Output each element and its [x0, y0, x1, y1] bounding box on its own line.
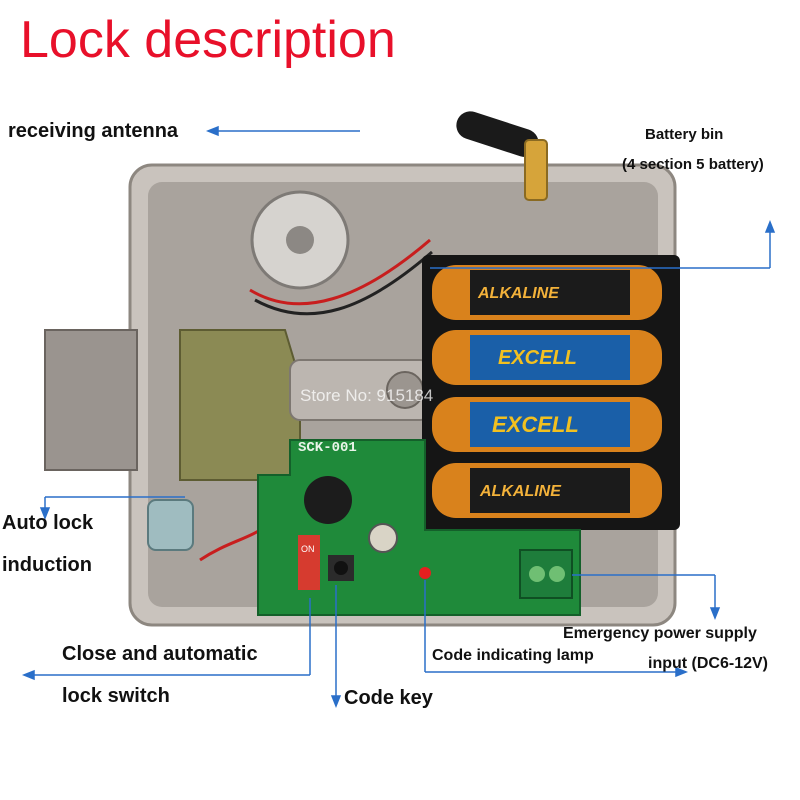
svg-text:ON: ON: [301, 544, 315, 554]
antenna-body: [456, 111, 539, 157]
brass-plate: [179, 329, 301, 481]
wire-black: [254, 250, 433, 316]
label-code-key: Code key: [344, 687, 433, 709]
battery-2: EXCELL: [432, 330, 662, 385]
callout-lines: [21, 125, 776, 709]
wire-red: [249, 238, 431, 306]
label-auto-lock-2: induction: [2, 554, 92, 576]
pcb-model-label: SCK-001: [298, 440, 357, 456]
label-code-lamp: Code indicating lamp: [432, 647, 594, 664]
battery-holder: [422, 255, 680, 530]
battery-1: ALKALINE: [432, 265, 662, 320]
label-auto-lock-1: Auto lock: [2, 512, 94, 534]
label-emergency-1: Emergency power supply: [563, 625, 757, 642]
svg-text:EXCELL: EXCELL: [498, 347, 577, 369]
buzzer: [304, 476, 352, 524]
lock-bolt: [44, 329, 138, 471]
indicator-led: [419, 567, 431, 579]
svg-text:EXCELL: EXCELL: [492, 412, 579, 437]
motor-shaft: [286, 226, 314, 254]
auto-lock-sensor: [147, 499, 194, 551]
store-watermark: Store No: 915184: [300, 386, 434, 405]
label-close-switch-2: lock switch: [62, 685, 170, 707]
battery-4: ALKALINE: [432, 463, 662, 518]
label-battery-bin-1: Battery bin: [645, 126, 724, 143]
label-battery-bin-2: (4 section 5 battery): [622, 156, 764, 173]
page-title: Lock description: [20, 11, 396, 69]
label-emergency-2: input (DC6-12V): [648, 655, 768, 672]
label-antenna: receiving antenna: [8, 120, 179, 142]
dip-switch: [298, 535, 320, 590]
battery-3: EXCELL: [432, 397, 662, 452]
svg-text:ALKALINE: ALKALINE: [479, 483, 562, 500]
antenna-connector: [524, 139, 548, 201]
svg-text:ALKALINE: ALKALINE: [477, 285, 560, 302]
capacitor: [368, 523, 398, 553]
label-close-switch-1: Close and automatic: [62, 643, 258, 665]
